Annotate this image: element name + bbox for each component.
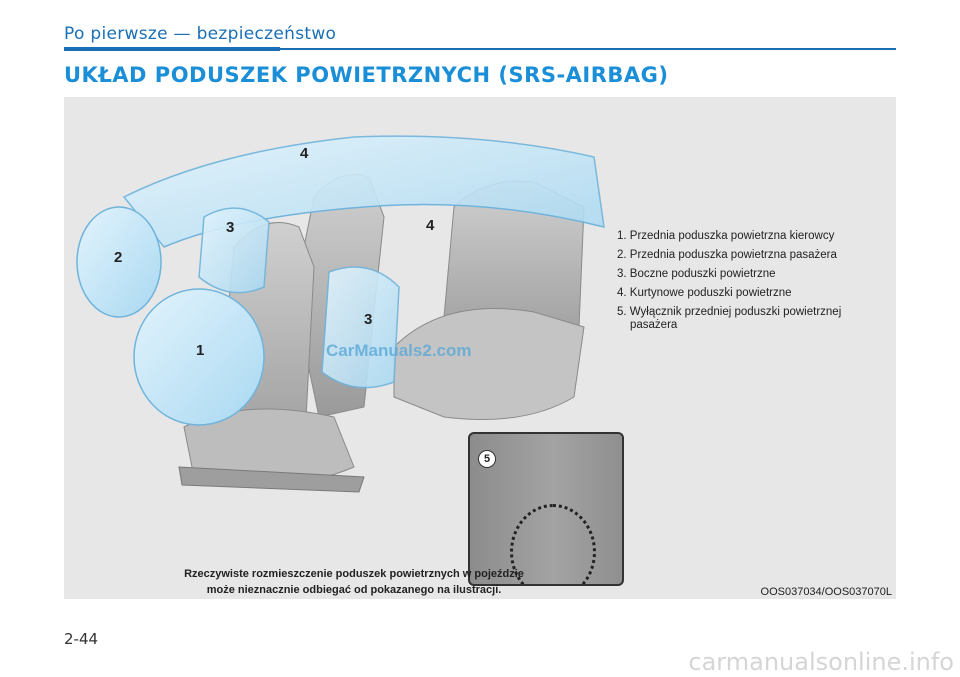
legend-item: 3. Boczne poduszki powietrzne xyxy=(617,268,776,280)
switch-icon xyxy=(510,504,596,584)
callout-4-rear: 4 xyxy=(426,217,435,234)
airbag-diagram xyxy=(76,135,605,493)
seat-rail xyxy=(178,466,365,493)
callout-2: 2 xyxy=(114,249,123,266)
rear-seat-cushion xyxy=(393,308,585,420)
caption-line-1: Rzeczywiste rozmieszczenie poduszek powi… xyxy=(184,568,524,580)
callout-3-rear: 3 xyxy=(364,311,373,328)
side-airbag-front xyxy=(198,207,270,294)
switch-inset: 5 xyxy=(468,432,624,586)
header-rule-accent xyxy=(64,47,280,51)
callout-5: 5 xyxy=(478,450,496,468)
footer-watermark: carmanualsonline.info xyxy=(688,648,954,676)
header-rule xyxy=(64,48,896,50)
driver-front-airbag xyxy=(133,288,265,426)
callout-4-front: 4 xyxy=(300,145,309,162)
airbag-illustration: 1 2 3 3 4 4 CarManuals2.com 5 1. Przedni… xyxy=(64,97,896,599)
page-title: UKŁAD PODUSZEK POWIETRZNYCH (SRS-AIRBAG) xyxy=(64,63,669,87)
side-airbag-rear xyxy=(321,266,400,389)
legend-list: 1. Przednia poduszka powietrzna kierowcy… xyxy=(617,227,887,332)
legend-item: 4. Kurtynowe poduszki powietrzne xyxy=(617,287,792,299)
watermark: CarManuals2.com xyxy=(326,341,472,360)
callout-3-front: 3 xyxy=(226,219,235,236)
passenger-front-airbag xyxy=(76,206,162,318)
legend-item-continuation: pasażera xyxy=(630,319,678,331)
section-title: Po pierwsze — bezpieczeństwo xyxy=(64,24,337,44)
legend-item: 1. Przednia poduszka powietrzna kierowcy xyxy=(617,230,835,242)
figure-code: OOS037034/OOS037070L xyxy=(760,586,892,598)
page-number: 2-44 xyxy=(64,630,99,648)
legend-item: 2. Przednia poduszka powietrzna pasażera xyxy=(617,249,837,261)
figure-caption: Rzeczywiste rozmieszczenie poduszek powi… xyxy=(174,566,534,598)
callout-1: 1 xyxy=(196,342,205,359)
caption-line-2: może nieznacznie odbiegać od pokazanego … xyxy=(206,584,502,596)
legend-item: 5. Wyłącznik przedniej poduszki powietrz… xyxy=(617,306,842,318)
